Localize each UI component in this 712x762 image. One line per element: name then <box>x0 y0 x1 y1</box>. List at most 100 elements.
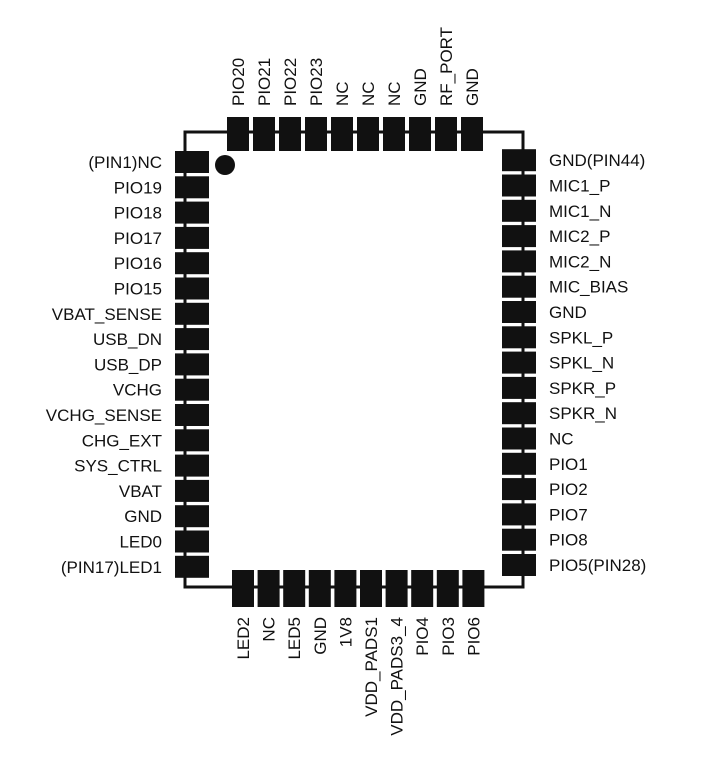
pin-label-pio4: PIO4 <box>413 617 432 656</box>
pin-label-vdd-pads1: VDD_PADS1 <box>362 617 381 717</box>
pad-top-2 <box>435 117 457 151</box>
pad-right-12 <box>502 275 536 298</box>
pad-top-3 <box>409 117 431 151</box>
pin-label-pio16: PIO16 <box>114 254 162 273</box>
pad-right-6 <box>502 427 536 450</box>
pin-label-pio19: PIO19 <box>114 178 162 197</box>
pad-left-17 <box>175 555 209 578</box>
pad-right-17 <box>502 149 536 172</box>
pin-label-sys-ctrl: SYS_CTRL <box>74 457 162 476</box>
pin-label-usb-dp: USB_DP <box>94 355 162 374</box>
pin-label-gnd: GND <box>311 617 330 655</box>
pin-label-vchg: VCHG <box>113 381 162 400</box>
pad-right-4 <box>502 478 536 501</box>
pad-top-6 <box>331 117 353 151</box>
pin-label-pio1: PIO1 <box>549 455 588 474</box>
pad-bottom-2 <box>257 570 280 607</box>
pad-right-8 <box>502 376 536 399</box>
pad-right-11 <box>502 301 536 323</box>
package-outline <box>183 130 525 589</box>
pin-label-gnd: GND <box>549 303 587 322</box>
pin-label-led5: LED5 <box>285 617 304 660</box>
right-pin-column: PIO5(PIN28)PIO8PIO7PIO2PIO1NCSPKR_NSPKR_… <box>502 149 646 576</box>
pad-left-7 <box>175 302 209 325</box>
pad-right-7 <box>502 402 536 425</box>
pad-top-8 <box>279 117 301 151</box>
pad-left-14 <box>175 479 209 502</box>
pad-top-4 <box>383 117 405 151</box>
pin-label-led0: LED0 <box>119 533 162 552</box>
pad-right-9 <box>502 351 536 374</box>
pad-right-1 <box>502 554 536 576</box>
pin-label-pio5-pin28: PIO5(PIN28) <box>549 556 646 575</box>
pin-label-pio6: PIO6 <box>464 617 483 656</box>
pin-label-pin1-nc: (PIN1)NC <box>88 153 162 172</box>
pin-label-nc: NC <box>549 430 574 449</box>
pin-label-1v8: 1V8 <box>336 617 355 647</box>
pin-label-mic-bias: MIC_BIAS <box>549 278 628 297</box>
pin-label-pio20: PIO20 <box>229 58 248 106</box>
pad-bottom-5 <box>334 570 357 607</box>
pad-bottom-3 <box>283 570 306 607</box>
pad-right-15 <box>502 199 536 222</box>
pin-label-pio8: PIO8 <box>549 531 588 550</box>
pin-label-mic1-p: MIC1_P <box>549 177 610 196</box>
pin-label-gnd-pin44: GND(PIN44) <box>549 151 645 170</box>
pad-bottom-4 <box>308 570 331 607</box>
pin-label-vchg-sense: VCHG_SENSE <box>46 406 162 425</box>
pin-label-mic2-n: MIC2_N <box>549 252 611 271</box>
pin-label-mic2-p: MIC2_P <box>549 227 610 246</box>
pin-label-usb-dn: USB_DN <box>93 330 162 349</box>
pad-right-14 <box>502 225 536 248</box>
pin-label-pio21: PIO21 <box>255 58 274 106</box>
pin1-dot <box>215 155 235 175</box>
pin-label-spkl-p: SPKL_P <box>549 328 613 347</box>
pin-label-chg-ext: CHG_EXT <box>82 431 162 450</box>
pad-top-5 <box>357 117 379 151</box>
pin-label-pio3: PIO3 <box>439 617 458 656</box>
pin-label-pio22: PIO22 <box>281 58 300 106</box>
pin-label-pio23: PIO23 <box>307 58 326 106</box>
pin-label-spkr-n: SPKR_N <box>549 404 617 423</box>
pad-left-4 <box>175 226 209 249</box>
pad-left-16 <box>175 530 209 553</box>
pad-left-12 <box>175 429 209 452</box>
pin-label-rf-port: RF_PORT <box>437 27 456 106</box>
pin-label-spkr-p: SPKR_P <box>549 379 616 398</box>
pad-bottom-9 <box>436 570 459 607</box>
pad-right-2 <box>502 528 536 551</box>
pad-top-10 <box>227 117 249 151</box>
pin-label-pin17-led1: (PIN17)LED1 <box>61 558 162 577</box>
pin-label-nc: NC <box>260 617 279 642</box>
pin-label-vdd-pads3-4: VDD_PADS3_4 <box>388 617 407 736</box>
pin-label-mic1-n: MIC1_N <box>549 202 611 221</box>
pin-label-pio15: PIO15 <box>114 280 162 299</box>
pin-label-led2: LED2 <box>234 617 253 660</box>
pad-right-5 <box>502 452 536 475</box>
pin-label-pio18: PIO18 <box>114 204 162 223</box>
pad-right-16 <box>502 174 536 197</box>
pad-left-1 <box>175 151 209 173</box>
pin-label-spkl-n: SPKL_N <box>549 354 614 373</box>
pin-label-gnd: GND <box>463 68 482 106</box>
pad-top-7 <box>305 117 327 151</box>
pad-right-13 <box>502 250 536 273</box>
pad-bottom-6 <box>360 570 382 607</box>
pin-label-pio7: PIO7 <box>549 505 588 524</box>
pin-label-nc: NC <box>333 81 352 106</box>
pad-bottom-8 <box>411 570 434 607</box>
pin-label-nc: NC <box>359 81 378 106</box>
pad-left-15 <box>175 505 209 528</box>
pin-label-gnd: GND <box>124 507 162 526</box>
pad-left-6 <box>175 277 209 300</box>
pad-left-3 <box>175 201 209 224</box>
pad-bottom-7 <box>385 570 408 607</box>
pin-label-vbat-sense: VBAT_SENSE <box>52 305 162 324</box>
pad-bottom-1 <box>232 570 254 607</box>
pin-label-pio17: PIO17 <box>114 229 162 248</box>
pad-right-10 <box>502 326 536 349</box>
pad-left-13 <box>175 454 209 477</box>
pin-label-gnd: GND <box>411 68 430 106</box>
